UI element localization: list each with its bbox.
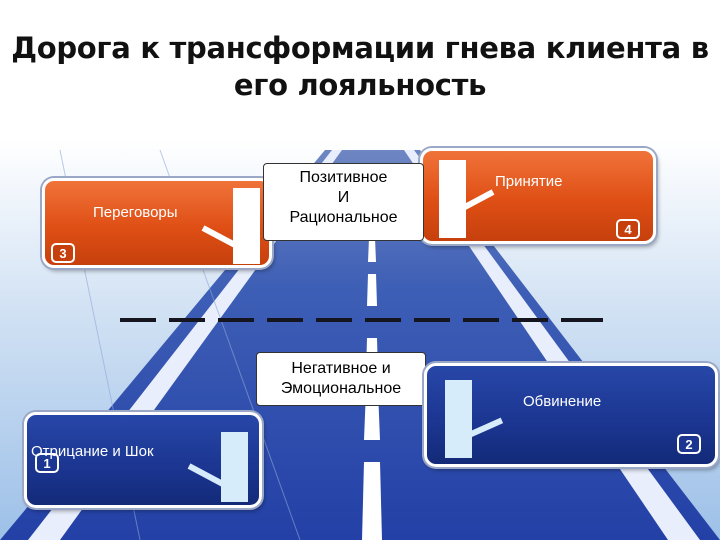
stage-label-blame: Обвинение: [523, 393, 602, 410]
page-title: Дорога к трансформации гнева клиента в е…: [11, 31, 709, 102]
signpost-arm-icon: [187, 463, 224, 487]
signpost-arm-icon: [461, 189, 495, 211]
stage-number-badge: 1: [35, 453, 59, 473]
stage-label-negotiation: Переговоры: [93, 204, 178, 221]
zone-positive-line1: Позитивное: [299, 169, 388, 186]
signpost-icon: [221, 432, 248, 502]
stage-number-badge: 2: [677, 434, 701, 454]
signpost-icon: [233, 188, 260, 264]
zone-negative-line1: Негативное и: [291, 360, 391, 377]
stage-sign-denial: Отрицание и Шок 1: [24, 412, 262, 508]
stage-sign-negotiation: Переговоры 3: [42, 178, 272, 268]
zone-negative-line2: Эмоциональное: [280, 380, 402, 397]
stage-sign-blame: Обвинение 2: [424, 363, 718, 467]
stage-number-badge: 4: [616, 219, 640, 239]
signpost-arm-icon: [201, 225, 237, 248]
zone-label-positive: Позитивное И Рациональное: [263, 163, 424, 241]
zone-label-negative: Негативное и Эмоциональное: [256, 352, 426, 406]
stage-label-acceptance: Принятие: [495, 173, 563, 190]
stage-number-badge: 3: [51, 243, 75, 263]
signpost-arm-icon: [467, 417, 504, 438]
signpost-icon: [439, 160, 466, 238]
zone-positive-line2: И: [337, 189, 350, 206]
stage-sign-acceptance: Принятие 4: [420, 148, 656, 244]
stage-label-denial: Отрицание и Шок: [31, 443, 154, 460]
zone-positive-line3: Рациональное: [289, 209, 398, 226]
signpost-icon: [445, 380, 472, 458]
